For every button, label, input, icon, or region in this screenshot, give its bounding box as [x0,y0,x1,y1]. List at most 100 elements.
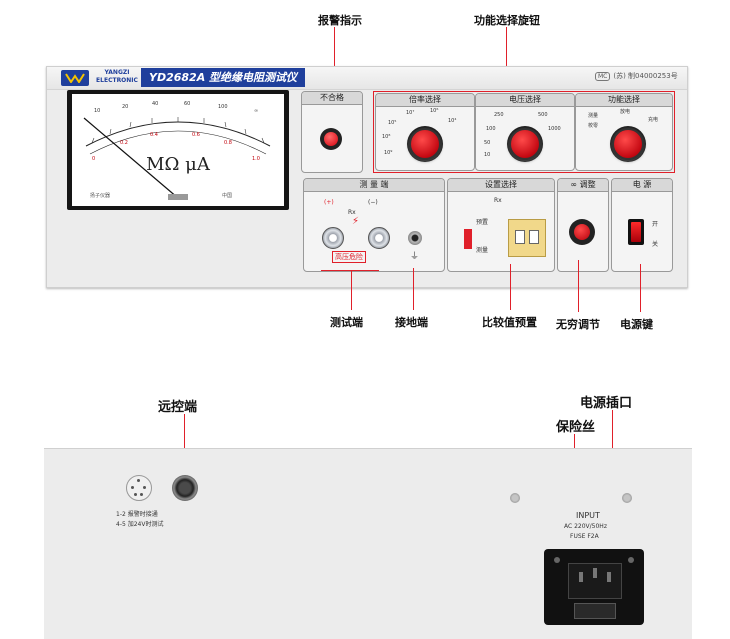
brand-logo [61,70,89,86]
function-tick-3: 充电 [648,117,659,123]
callout-fuse: 保险丝 [556,420,596,435]
terminal-minus-label: (−) [368,199,378,206]
leader-line-compare [510,264,511,310]
ratio-knob[interactable] [409,128,441,160]
ratio-tick-0: 10⁷ [406,110,415,116]
callout-function-knob: 功能选择旋钮 [474,14,540,27]
remote-pin-diagram-icon [126,475,152,501]
voltage-select-title: 电压选择 [476,94,574,107]
ratio-tick-3: 10⁴ [448,118,457,124]
leader-line-ground [413,268,414,310]
power-off-label: 关 [652,241,659,248]
model-title: YD2682A 型绝缘电阻测试仪 [141,68,306,87]
infinity-adjust-title: ∞ 调整 [558,179,608,192]
meter-scale-top-3: 60 [184,101,191,107]
meter-unit-label: MΩ μA [146,154,210,175]
analog-meter: 10 20 40 60 100 ∞ 0 0.2 0.4 0.6 0.8 1.0 … [67,90,289,210]
voltage-tick-5: 10 [484,152,491,158]
setting-measure-label: 测量 [476,247,489,254]
meter-scale-bottom-1: 0.2 [120,140,128,146]
power-on-label: 开 [652,221,659,228]
ratio-tick-5: 10⁹ [384,150,393,156]
callout-infinity-adjust: 无穷调节 [556,318,600,331]
function-select-title: 功能选择 [576,94,672,107]
rx-label: Rx [348,209,356,216]
fuse-rating: FUSE F2A [570,533,599,540]
function-select-section: 功能选择 测量 放电 校零 充电 [575,93,673,171]
fuse-drawer[interactable] [574,603,616,619]
callout-ground-terminal: 接地端 [395,316,428,329]
inlet-screw-left [554,557,560,563]
ratio-tick-1: 10⁶ [430,108,439,114]
power-switch[interactable] [628,219,644,245]
meter-scale-icon [83,117,271,200]
callout-power-socket: 电源插口 [580,396,633,411]
measure-terminal-section: 测 量 端 (+) (−) Rx ⚡ 高压危险 ⏚ [303,178,445,272]
iec-power-socket[interactable] [568,563,622,599]
remote-pin-note-2: 4-5 加24V时测试 [116,521,164,528]
voltage-tick-2: 100 [486,126,496,132]
meter-scale-top-1: 20 [122,104,129,110]
thumbwheel-digit-1[interactable] [515,230,525,244]
ratio-select-section: 倍率选择 10⁷ 10⁶ 10⁵ 10⁴ 10⁸ 10⁹ [375,93,475,171]
meter-scale-top-4: 100 [218,104,228,110]
voltage-tick-3: 1000 [548,126,561,132]
terminal-plus-jack[interactable] [322,227,344,249]
back-screw-left [510,493,520,503]
leader-line-test-bracket [321,270,379,271]
meter-scale-top-5: ∞ [254,108,259,114]
cert-text: (苏) 制04000253号 [613,72,678,80]
terminal-plus-label: (+) [324,199,334,206]
voltage-knob[interactable] [509,128,541,160]
power-inlet-module [544,549,644,625]
fail-title: 不合格 [302,92,362,105]
inlet-screw-right [628,557,634,563]
ratio-tick-2: 10⁵ [388,120,397,126]
power-rocker[interactable] [631,222,641,242]
voltage-tick-4: 50 [484,140,491,146]
ratio-tick-4: 10⁸ [382,134,391,140]
preset-measure-toggle[interactable] [464,229,472,249]
back-screw-right [622,493,632,503]
meter-scale-bottom-2: 0.4 [150,132,158,138]
brand-name-line1: YANGZI [104,69,130,76]
meter-maker: 扬子仪器 [90,193,111,199]
infinity-adjust-knob[interactable] [574,224,590,240]
meter-scale-bottom-4: 0.8 [224,140,232,146]
power-title: 电 源 [612,179,672,192]
callout-power-switch: 电源键 [620,318,653,331]
function-tick-0: 测量 [588,113,599,119]
input-title: INPUT [576,511,600,520]
brand-bar: YANGZI ELECTRONIC YD2682A 型绝缘电阻测试仪 MC(苏)… [47,67,687,90]
certification: MC(苏) 制04000253号 [595,71,678,81]
front-panel: YANGZI ELECTRONIC YD2682A 型绝缘电阻测试仪 MC(苏)… [46,66,688,288]
setting-preset-label: 预置 [476,219,489,226]
input-rating: AC 220V/50Hz [564,523,607,530]
brand-name-en: YANGZI ELECTRONIC [95,69,139,85]
terminal-minus-jack[interactable] [368,227,390,249]
leader-line-function-knob [506,27,507,93]
leader-line-test-terminal [351,270,352,310]
meter-origin: 中国 [222,193,233,199]
thumbwheel-digit-2[interactable] [529,230,539,244]
function-knob[interactable] [612,128,644,160]
setting-select-section: 设置选择 Rx 预置 测量 [447,178,555,272]
measure-terminal-title: 测 量 端 [304,179,444,192]
voltage-tick-0: 250 [494,112,504,118]
selector-group-highlight [373,91,675,173]
lightning-icon: ⚡ [352,216,360,227]
callout-test-terminal: 测试端 [330,316,363,329]
ground-jack[interactable] [408,231,422,245]
function-tick-1: 放电 [620,109,631,115]
brand-logo-mark-icon [65,73,85,83]
back-panel: 1-2 报警时接通 4-5 加24V时测试 INPUT AC 220V/50Hz… [44,448,692,639]
callout-compare-preset: 比较值预置 [482,316,537,329]
high-voltage-warning: 高压危险 [332,251,366,263]
compare-value-thumbwheel[interactable] [508,219,546,257]
alarm-lamp-bezel [320,128,342,150]
callout-remote-port: 远控端 [158,400,198,415]
ground-symbol-icon: ⏚ [410,252,420,262]
leader-line-power [640,264,641,312]
remote-control-connector[interactable] [172,475,198,501]
fail-indicator-section: 不合格 [301,91,363,173]
